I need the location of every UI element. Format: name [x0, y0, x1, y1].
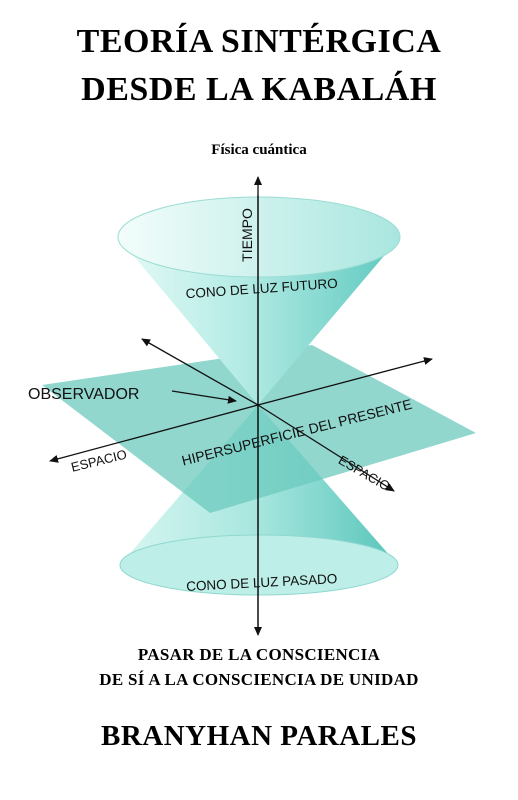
- space-label-left: ESPACIO: [70, 446, 129, 474]
- future-cone-body: [118, 237, 400, 405]
- title-line-1: TEORÍA SINTÉRGICA: [76, 23, 442, 60]
- observer-pointer: [171, 390, 237, 404]
- time-axis-label: TIEMPO: [239, 208, 255, 262]
- future-cone-top: [117, 196, 401, 278]
- present-hypersurface-plane: [42, 345, 476, 513]
- light-cone-diagram: TIEMPO CONO DE LUZ FUTURO OBSERVADOR ESP…: [28, 176, 476, 636]
- space-axis-2: [141, 338, 259, 406]
- space-axis-2-front: [257, 404, 395, 492]
- observer-label: OBSERVADOR: [28, 386, 139, 403]
- tagline-line-2: DE SÍ A LA CONSCIENCIA DE UNIDAD: [99, 670, 419, 689]
- space-axis-1-back: [49, 404, 259, 463]
- past-cone-base: [119, 534, 399, 596]
- author-name: BRANYHAN PARALES: [100, 720, 417, 752]
- space-axis-1: [257, 357, 433, 406]
- title-line-2: DESDE LA KABALÁH: [81, 71, 437, 108]
- subtitle: Física cuántica: [211, 142, 307, 158]
- tagline-line-1: PASAR DE LA CONSCIENCIA: [137, 645, 381, 664]
